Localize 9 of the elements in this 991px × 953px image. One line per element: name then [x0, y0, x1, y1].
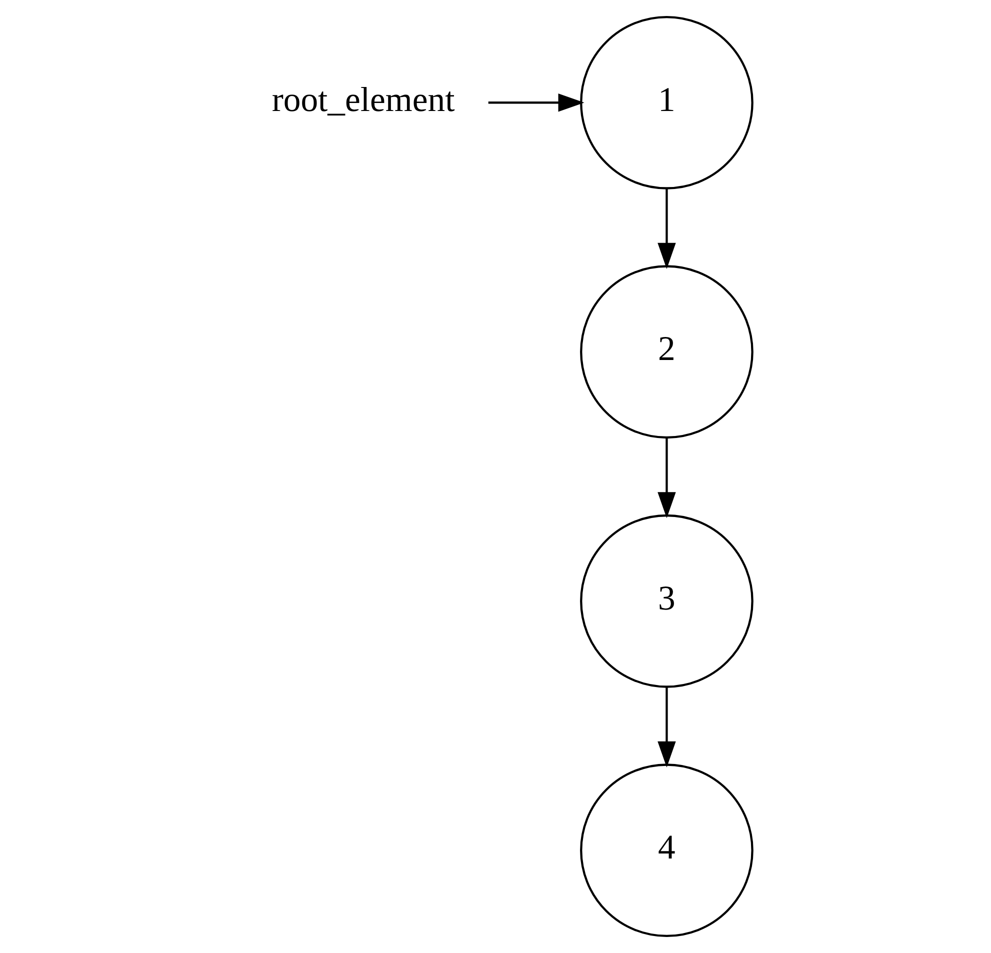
node-circle: 2: [580, 265, 754, 439]
arrow: [488, 94, 584, 112]
arrow: [658, 188, 676, 269]
arrow: [658, 686, 676, 768]
arrow: [658, 438, 676, 518]
node-circle: 3: [580, 514, 754, 688]
node-circle: 1: [580, 16, 754, 190]
node-circle: 4: [580, 764, 754, 938]
node-text: root_element: [272, 80, 455, 119]
